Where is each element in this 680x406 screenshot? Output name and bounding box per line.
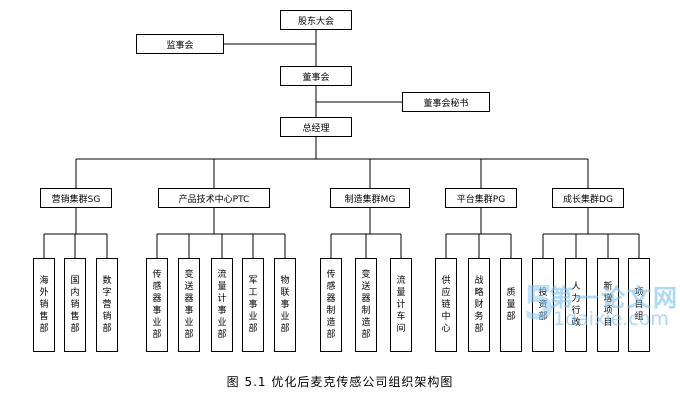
unit-box: 项目组 xyxy=(628,258,650,352)
unit-box: 流量计车间 xyxy=(390,258,412,352)
unit-label: 项目组 xyxy=(634,288,644,322)
unit-box: 传感器事业部 xyxy=(146,258,168,352)
watermark-url: 1daixie.com xyxy=(553,308,669,330)
group-box: 制造集群MG xyxy=(330,188,410,208)
unit-box: 质量部 xyxy=(500,258,522,352)
unit-label: 数字营销部 xyxy=(102,276,112,334)
group-label: 制造集群MG xyxy=(344,194,396,205)
supervisory-board-label: 监事会 xyxy=(166,40,194,51)
group-box: 成长集群DG xyxy=(552,188,624,208)
unit-label: 海外销售部 xyxy=(39,276,49,334)
unit-label: 投资部 xyxy=(538,288,548,322)
unit-box: 变送器事业部 xyxy=(178,258,200,352)
general-manager-label: 总经理 xyxy=(302,123,330,134)
unit-box: 供应链中心 xyxy=(435,258,457,352)
watermark-title: 第一论文网 xyxy=(549,284,679,312)
unit-label: 传感器制造部 xyxy=(326,270,336,340)
figure-caption: 图 5.1 优化后麦克传感公司组织架构图 xyxy=(226,375,454,389)
unit-box: 战略财务部 xyxy=(468,258,490,352)
unit-box: 物联事业部 xyxy=(274,258,296,352)
unit-label: 质量部 xyxy=(506,288,516,322)
unit-label: 新增项目 xyxy=(603,282,613,328)
unit-label: 人力行政 xyxy=(571,282,581,328)
unit-label: 供应链中心 xyxy=(441,276,451,334)
unit-box: 流量计事业部 xyxy=(211,258,233,352)
unit-label: 传感器事业部 xyxy=(152,270,162,340)
board-secretary-box: 董事会秘书 xyxy=(402,92,490,112)
unit-label: 国内销售部 xyxy=(70,276,80,334)
unit-box: 传感器制造部 xyxy=(320,258,342,352)
board-of-directors-box: 董事会 xyxy=(280,66,352,86)
unit-label: 变送器制造部 xyxy=(361,270,371,340)
unit-label: 流量计车间 xyxy=(396,276,406,334)
unit-box: 军工事业部 xyxy=(242,258,264,352)
group-box: 产品技术中心PTC xyxy=(158,188,270,208)
unit-label: 流量计事业部 xyxy=(217,270,227,340)
group-label: 营销集群SG xyxy=(51,194,101,205)
group-box: 平台集群PG xyxy=(445,188,517,208)
unit-box: 国内销售部 xyxy=(64,258,86,352)
supervisory-board-box: 监事会 xyxy=(136,34,224,54)
group-label: 平台集群PG xyxy=(456,194,506,205)
shareholders-box: 股东大会 xyxy=(280,10,352,30)
shareholders-label: 股东大会 xyxy=(297,16,334,27)
unit-box: 数字营销部 xyxy=(96,258,118,352)
group-label: 产品技术中心PTC xyxy=(178,194,250,205)
group-box: 营销集群SG xyxy=(40,188,112,208)
unit-box: 人力行政 xyxy=(565,258,587,352)
board-of-directors-label: 董事会 xyxy=(302,72,330,83)
unit-box: 新增项目 xyxy=(597,258,619,352)
unit-box: 海外销售部 xyxy=(33,258,55,352)
watermark-logo: 5 第一论文网 1daixie.com xyxy=(523,276,677,334)
unit-label: 物联事业部 xyxy=(280,276,290,334)
watermark-mark: 5 xyxy=(523,276,556,330)
unit-label: 军工事业部 xyxy=(248,276,258,334)
unit-label: 变送器事业部 xyxy=(184,270,194,340)
board-secretary-label: 董事会秘书 xyxy=(423,98,469,109)
unit-box: 投资部 xyxy=(532,258,554,352)
general-manager-box: 总经理 xyxy=(280,117,352,137)
group-label: 成长集群DG xyxy=(563,194,613,205)
unit-label: 战略财务部 xyxy=(474,276,484,334)
unit-box: 变送器制造部 xyxy=(355,258,377,352)
